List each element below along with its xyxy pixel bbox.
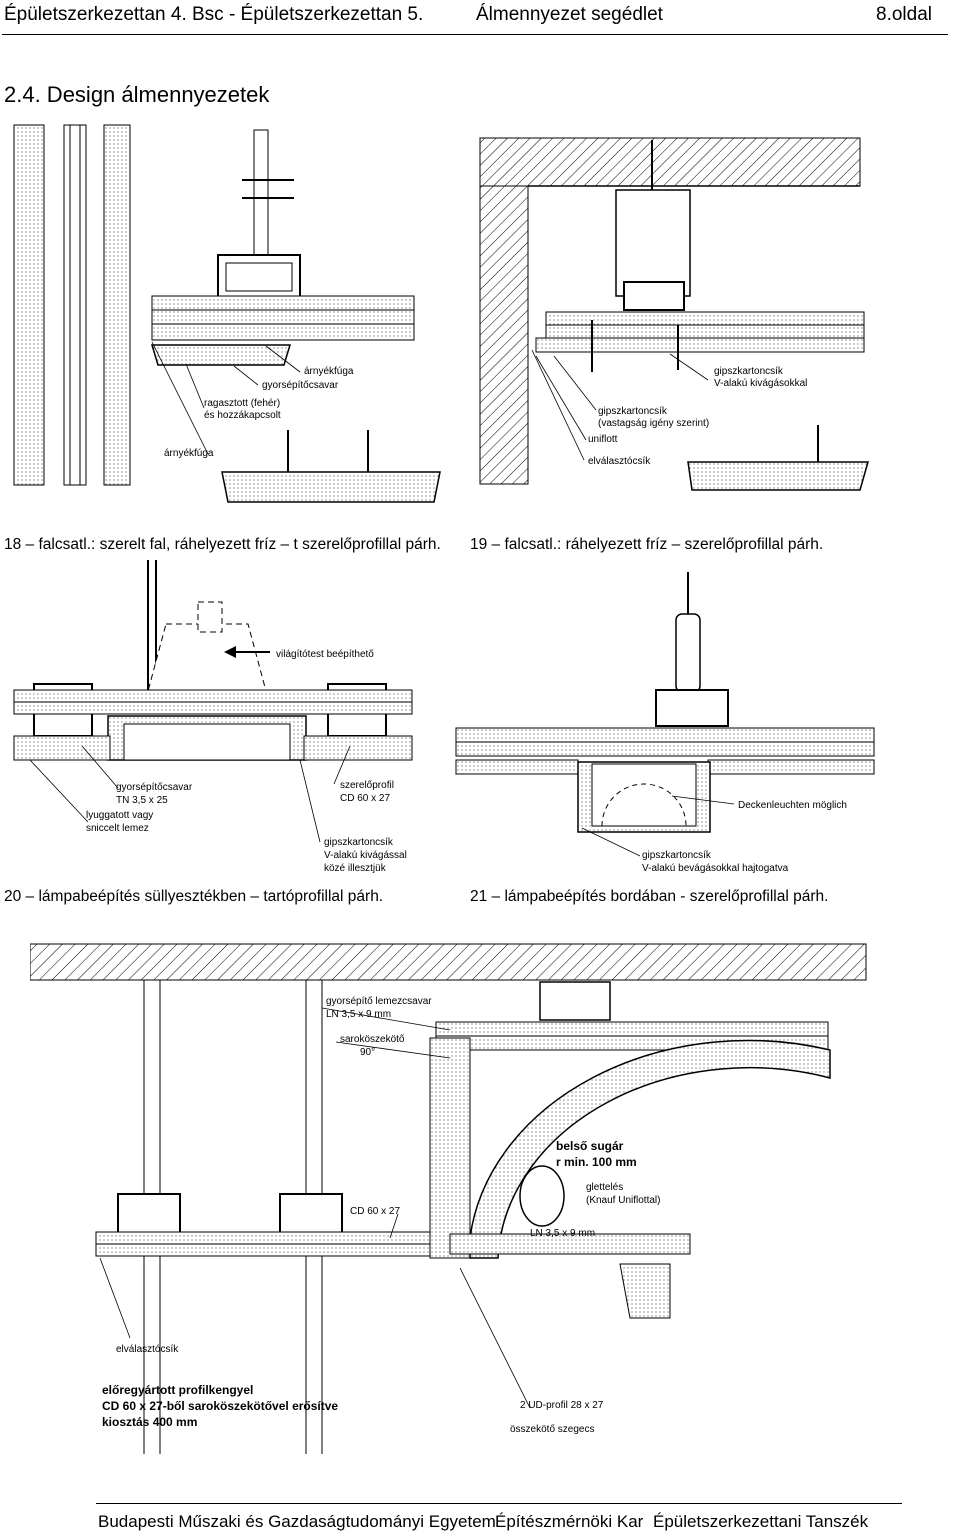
label-ceiling-lights: Deckenleuchten möglich [738, 800, 847, 811]
ceiling-board-1 [151, 295, 415, 311]
caption-figure-19: 19 – falcsatl.: ráhelyezett fríz – szere… [470, 536, 824, 553]
curved-gypsum [469, 1039, 831, 1259]
label-bracket-3: kiosztás 400 mm [102, 1415, 197, 1429]
label-inner-radius-2: r min. 100 mm [556, 1155, 637, 1169]
label-ln-screw: LN 3,5 x 9 mm [530, 1228, 595, 1239]
lower-frieze [221, 471, 441, 503]
ceiling-board-2 [13, 701, 413, 715]
page-header: Épületszerkezettan 4. Bsc - Épületszerke… [0, 0, 960, 34]
label-bracket-2: CD 60 x 27-ből saroköszekötővel erősítve [102, 1399, 338, 1413]
cd-profile [217, 254, 301, 301]
lower-frieze [619, 1263, 671, 1319]
ceiling-board-1 [13, 689, 413, 703]
label-profile-1: szerelőprofil [340, 780, 394, 791]
figure-22-drawing: gyorsépítő lemezcsavar LN 3,5 x 9 mm sar… [30, 943, 867, 1454]
upper-board-1 [435, 1021, 829, 1037]
label-perforated-2: sniccelt lemez [86, 823, 149, 834]
label-quick-screw: gyorsépítőcsavar [262, 380, 339, 391]
label-gypsum-1: gipszkartoncsík [324, 837, 394, 848]
hanger-clip [675, 613, 701, 693]
label-shadow-gap-bottom: árnyékfúga [164, 448, 214, 459]
label-uniflott: uniflott [588, 434, 618, 445]
label-gypsum-strip-v-1: gipszkartoncsík [714, 366, 784, 377]
label-profile-2: CD 60 x 27 [340, 793, 390, 804]
label-corner-connector-2: 90° [360, 1047, 375, 1058]
caption-figure-18: 18 – falcsatl.: szerelt fal, ráhelyezett… [4, 536, 441, 553]
label-sheet-screw-1: gyorsépítő lemezcsavar [326, 996, 432, 1007]
vertical-riser [429, 1037, 471, 1259]
lower-frieze [687, 461, 869, 491]
ceiling-board-3 [535, 337, 865, 353]
wall-stud [63, 124, 87, 486]
caption-figure-21: 21 – lámpabeépítés bordában - szerelőpro… [470, 888, 829, 905]
ceiling-board-1 [95, 1231, 457, 1245]
header-page-number: 8.oldal [876, 4, 932, 25]
ceiling-board-1 [455, 727, 875, 743]
ceiling-board-2 [151, 309, 415, 325]
frieze-strip [150, 344, 292, 366]
section-title: 2.4. Design álmennyezetek [4, 82, 270, 107]
cd-profile [623, 281, 685, 311]
ceiling-board-2 [95, 1243, 457, 1257]
wall-board-right [103, 124, 131, 486]
label-glued-1: ragasztott (fehér) [204, 398, 280, 409]
label-quick-screw-1: gyorsépítőcsavar [116, 782, 193, 793]
ceiling-slab [30, 943, 867, 981]
label-inner-radius-1: belső sugár [556, 1139, 624, 1153]
wall-board-left [13, 124, 45, 486]
ceiling-slab [479, 137, 861, 187]
label-shadow-gap-top: árnyékfúga [304, 366, 354, 377]
figure-21-drawing: Deckenleuchten möglich gipszkartoncsík V… [455, 572, 875, 874]
hanger-rod [253, 129, 269, 261]
label-separator-strip: elválasztócsík [116, 1344, 179, 1355]
label-gypsum-thickness-2: (vastagság igény szerint) [598, 418, 709, 429]
footer-faculty: Építészmérnöki Kar [495, 1512, 644, 1531]
label-gypsum-thickness-1: gipszkartoncsík [598, 406, 668, 417]
label-perforated-1: lyuggatott vagy [86, 810, 153, 821]
caption-figure-20: 20 – lámpabeépítés süllyesztékben – tart… [4, 888, 384, 905]
header-topic: Álmennyezet segédlet [476, 4, 663, 25]
figure-20-drawing: világítótest beépíthető gyorsépítőcsavar… [13, 560, 413, 874]
bottom-board [449, 1233, 691, 1255]
side-wall [479, 185, 529, 485]
label-bracket-1: előregyártott profilkengyel [102, 1383, 253, 1397]
label-ud-profile: 2 UD-profil 28 x 27 [520, 1400, 604, 1411]
luminaire [519, 1165, 565, 1227]
figure-18-drawing: árnyékfúga gyorsépítőcsavar ragasztott (… [13, 124, 441, 503]
label-luminaire: világítótest beépíthető [276, 649, 374, 660]
label-gypsum-strip-v-2: V-alakú kivágásokkal [714, 378, 807, 389]
label-separator-strip: elválasztócsík [588, 456, 651, 467]
footer-rule [96, 1503, 902, 1504]
ceiling-board-2 [545, 324, 865, 339]
label-gypsum-2: V-alakú kivágással [324, 850, 407, 861]
label-quick-screw-2: TN 3,5 x 25 [116, 795, 168, 806]
label-filling-1: glettelés [586, 1182, 623, 1193]
footer-university: Budapesti Műszaki és Gazdaságtudományi E… [98, 1512, 496, 1531]
lamp-dome [601, 783, 687, 827]
label-glued-2: és hozzákapcsolt [204, 410, 281, 421]
label-gypsum-2: V-alakú bevágásokkal hajtogatva [642, 863, 789, 874]
header-course: Épületszerkezettan 4. Bsc - Épületszerke… [4, 4, 424, 25]
ceiling-board-2 [455, 741, 875, 757]
ceiling-board-3 [151, 323, 415, 341]
label-cd-profile: CD 60 x 27 [350, 1206, 400, 1217]
label-filling-2: (Knauf Uniflottal) [586, 1195, 660, 1206]
header-rule [2, 34, 948, 35]
label-gypsum-3: közé illesztjük [324, 863, 387, 874]
label-sheet-screw-2: LN 3,5 x 9 mm [326, 1009, 391, 1020]
hanger-box-right [539, 981, 611, 1021]
ceiling-board-1 [545, 311, 865, 326]
figure-19-drawing: gipszkartoncsík V-alakú kivágásokkal gip… [479, 137, 869, 491]
cd-profile [655, 689, 729, 727]
footer-department: Épületszerkezettani Tanszék [653, 1512, 869, 1531]
hanger-box [615, 189, 691, 297]
label-rivet: összekötő szegecs [510, 1424, 595, 1435]
label-gypsum-1: gipszkartoncsík [642, 850, 712, 861]
label-corner-connector-1: saroköszekötő [340, 1034, 405, 1045]
